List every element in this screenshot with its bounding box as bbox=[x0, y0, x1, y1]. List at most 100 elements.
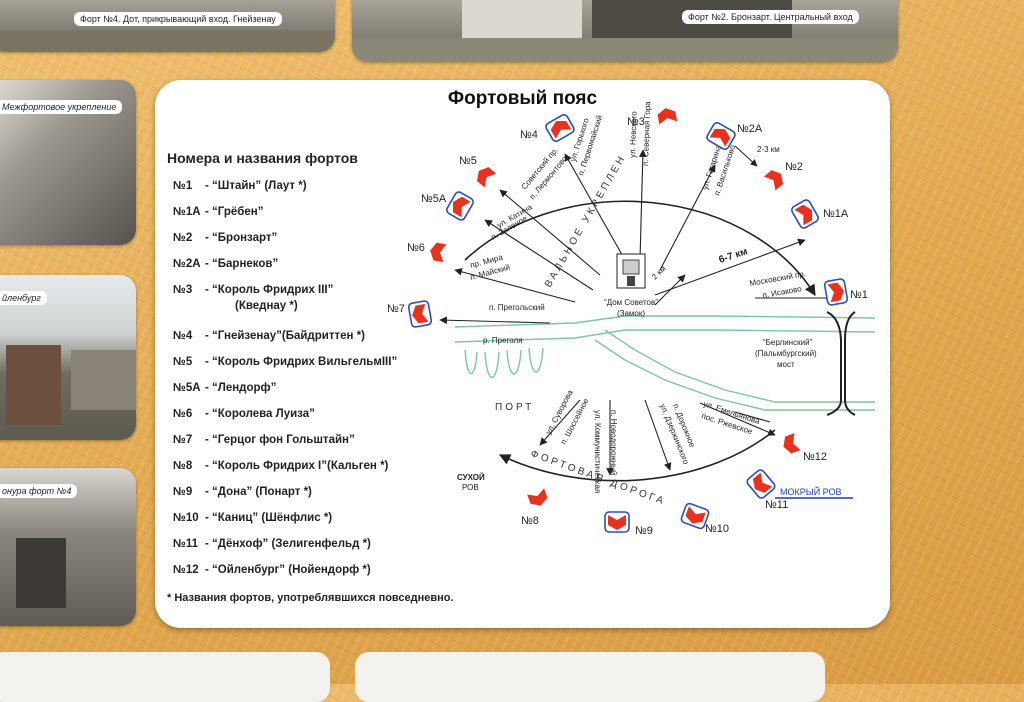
fort-list-row: №4 - “Гнейзенау”(Байдриттен *) bbox=[173, 330, 365, 342]
photo-caption: Форт №2. Бронзарт. Центральный вход bbox=[682, 10, 859, 24]
fort-icon bbox=[608, 515, 626, 530]
fort-marker: №1А bbox=[791, 199, 849, 229]
fort-number: №9 bbox=[173, 486, 193, 498]
fort-name: - “Лендорф” bbox=[205, 382, 277, 394]
fort-icon bbox=[783, 433, 801, 454]
fort-name: - “Бронзарт” bbox=[205, 232, 278, 244]
distance-arrow bbox=[734, 145, 758, 167]
dry-moat-label: СУХОЙ bbox=[457, 473, 485, 482]
fort-list-row: (Кведнау *) bbox=[173, 300, 298, 312]
fort-marker: №3 bbox=[627, 104, 680, 128]
fort-map-label: №9 bbox=[635, 525, 653, 537]
fort-icon bbox=[412, 303, 429, 324]
fort-list-row: №2А - “Барнеков” bbox=[173, 258, 278, 270]
castle-icon bbox=[616, 253, 646, 289]
fort-name: - “Дона” (Понарт *) bbox=[205, 486, 312, 498]
forts-list-title: Номера и названия фортов bbox=[167, 150, 358, 166]
radial-roads bbox=[439, 149, 835, 476]
fort-map-label: №7 bbox=[387, 303, 405, 315]
distance-label: 6-7 км bbox=[718, 246, 750, 266]
fort-list-row: №3 - “Король Фридрих III” bbox=[173, 284, 333, 296]
fort-list-row: №2 - “Бронзарт” bbox=[173, 232, 277, 244]
fort-number: №8 bbox=[173, 460, 193, 472]
fort-icon bbox=[527, 488, 548, 506]
fort-map-label: №12 bbox=[803, 451, 827, 463]
fort-belt-card: Фортовый пояс Номера и названия фортов №… bbox=[155, 80, 890, 628]
fort-marker: №1 bbox=[823, 278, 868, 306]
bottom-panel-left bbox=[0, 652, 330, 702]
center-label: “Дом Советов” bbox=[604, 298, 658, 307]
fort-icon bbox=[452, 196, 471, 218]
fort-list-row: №9 - “Дона” (Понарт *) bbox=[173, 486, 312, 498]
fort-number: №3 bbox=[173, 284, 193, 296]
fort-map-label: №5 bbox=[459, 155, 477, 167]
fort-list-row: №11- “Дёнхоф” (Зелигенфельд *) bbox=[173, 538, 371, 550]
fort-map-label: №2 bbox=[785, 161, 803, 173]
footnote: * Названия фортов, употреблявшихся повсе… bbox=[167, 592, 454, 604]
fort-number: №2 bbox=[173, 232, 193, 244]
fort-number: №2А bbox=[173, 258, 201, 270]
fort-map-label: №8 bbox=[521, 515, 539, 527]
fort-marker: №12 bbox=[778, 430, 827, 463]
bridge-label: мост bbox=[777, 360, 795, 369]
fort-name: - “Барнеков” bbox=[205, 258, 279, 270]
fort-number: №6 bbox=[173, 408, 193, 420]
fort-marker: №9 bbox=[604, 511, 653, 537]
fort-name: - “Король Фридрих ВильгельмIII” bbox=[205, 356, 398, 368]
fort-list-row: №7- “Герцог фон Гольштайн” bbox=[173, 434, 355, 446]
fort-map-label: №4 bbox=[520, 129, 538, 141]
fort-map-label: №1 bbox=[850, 289, 868, 301]
fort-number: №5 bbox=[173, 356, 193, 368]
fort-name: - “Дёнхоф” (Зелигенфельд *) bbox=[205, 538, 371, 550]
fort-marker: №5 bbox=[459, 155, 499, 190]
fort-list-row: №10 - “Каниц” (Шёнфлис *) bbox=[173, 512, 332, 524]
fort-name: - “Король Фридрих III” bbox=[205, 284, 334, 296]
fort-belt-map: “Дом Советов” (Замок) 2 км 6-7 км 2-3 км… bbox=[387, 101, 876, 537]
fort-marker: №11 bbox=[746, 469, 788, 511]
fort-name: - “Грёбен” bbox=[205, 206, 264, 218]
fort-marker: №10 bbox=[680, 502, 729, 535]
fort-number: №1А bbox=[173, 206, 201, 218]
berlin-bridge bbox=[826, 311, 856, 416]
photo-fort-4-courtyard: онура форт №4 bbox=[0, 468, 136, 626]
distance-label: 2-3 км bbox=[757, 145, 780, 154]
fort-marker: №2А bbox=[706, 122, 763, 150]
street-label: ул. Коммунистическая bbox=[593, 410, 602, 493]
fort-marker: №6 bbox=[407, 239, 450, 265]
photo-interfort-fortification: Межфортовое укрепление bbox=[0, 80, 136, 245]
card-title: Фортовый пояс bbox=[447, 88, 598, 109]
fort-marker: №7 bbox=[387, 300, 433, 328]
fort-name: - “Каниц” (Шёнфлис *) bbox=[205, 512, 333, 524]
fort-road-ring bbox=[464, 200, 816, 296]
fort-name: - “Король Фридрих I”(Кальген *) bbox=[205, 460, 389, 472]
street-label: п. Северная Гора bbox=[641, 101, 652, 166]
fort-name: - “Гнейзенау”(Байдриттен *) bbox=[205, 330, 365, 342]
fort-icon bbox=[827, 282, 844, 303]
bridge-label: “Берлинский” bbox=[763, 338, 813, 347]
fort-marker: №8 bbox=[521, 485, 552, 527]
fort-map-label: №6 bbox=[407, 242, 425, 254]
distance-label: 2 км bbox=[650, 264, 667, 281]
fort-list-row: №5А- “Лендорф” bbox=[173, 382, 276, 394]
street-label: п. Новодорожный bbox=[609, 410, 618, 475]
fort-name: - “Штайн” (Лаут *) bbox=[205, 180, 307, 192]
fort-number: №12 bbox=[173, 564, 199, 576]
fort-marker: №4 bbox=[520, 114, 575, 142]
fort-number: №10 bbox=[173, 512, 199, 524]
fort-number: №4 bbox=[173, 330, 193, 342]
fort-icon bbox=[685, 506, 706, 524]
photo-caption: онура форт №4 bbox=[0, 484, 78, 498]
fort-map-label: №1А bbox=[823, 208, 849, 220]
wet-moat-label: МОКРЫЙ РОВ bbox=[780, 486, 842, 497]
fort-number: №7 bbox=[173, 434, 193, 446]
port-label: ПОРТ bbox=[495, 402, 534, 413]
fort-list-row: №12- “Ойленбург” (Нойендорф *) bbox=[173, 564, 371, 576]
river-pregolya bbox=[454, 315, 876, 411]
dry-moat-label: РОВ bbox=[462, 483, 479, 492]
photo-caption: Межфортовое укрепление bbox=[0, 100, 123, 114]
fort-list-row: №5 - “Король Фридрих ВильгельмIII” bbox=[173, 356, 397, 368]
fort-map-label: №3 bbox=[627, 116, 645, 128]
center-sublabel: (Замок) bbox=[617, 309, 645, 318]
photo-fort-2-entrance: Форт №2. Бронзарт. Центральный вход bbox=[352, 0, 898, 62]
photo-caption: Форт №4. Дот, прикрывающий вход. Гнейзен… bbox=[74, 12, 282, 26]
